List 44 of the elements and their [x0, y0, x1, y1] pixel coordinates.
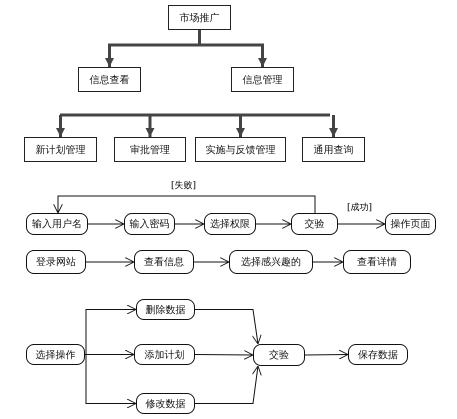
rounded-box: 输入用户名	[26, 213, 88, 235]
arrow	[194, 366, 262, 404]
process-box: 市场推广	[168, 5, 231, 30]
edge-label: [成功]	[346, 203, 374, 214]
arrow	[329, 115, 338, 137]
arrow	[194, 257, 230, 267]
arrow	[236, 115, 245, 137]
edge-label: [失败]	[170, 181, 198, 192]
arrow	[312, 257, 344, 267]
arrow	[53, 196, 316, 214]
arrow	[174, 219, 204, 229]
arrow	[84, 354, 136, 408]
rounded-box: 选择感兴趣的	[229, 250, 313, 274]
arrow	[84, 304, 136, 355]
process-box: 通用查询	[302, 137, 365, 162]
rounded-box: 删除数据	[136, 299, 195, 320]
rounded-box: 登录网站	[26, 250, 86, 274]
process-box: 信息查看	[78, 67, 141, 92]
process-box: 审批管理	[114, 137, 186, 162]
rounded-box: 操作页面	[385, 213, 436, 235]
arrow	[338, 219, 386, 229]
rounded-box: 选择操作	[26, 344, 85, 365]
process-box: 信息管理	[231, 67, 294, 92]
rounded-box: 查看信息	[134, 250, 194, 274]
arrow	[146, 115, 154, 137]
arrow	[86, 257, 134, 267]
arrow	[84, 350, 134, 360]
process-box: 新计划管理	[24, 137, 97, 162]
arrow	[256, 219, 292, 229]
rounded-box: 添加计划	[134, 344, 195, 365]
rounded-box: 输入密码	[124, 213, 175, 235]
process-box: 实施与反馈管理	[195, 137, 286, 162]
arrow	[304, 350, 348, 360]
rounded-box: 交验	[291, 213, 338, 235]
rounded-box: 选择权限	[204, 213, 256, 235]
rounded-box: 交验	[253, 344, 305, 366]
arrow	[194, 309, 262, 344]
arrow	[88, 219, 124, 229]
arrow	[194, 350, 254, 360]
arrow	[56, 115, 65, 137]
arrow	[198, 30, 267, 67]
rounded-box: 查看详情	[343, 250, 411, 274]
rounded-box: 保存数据	[348, 344, 408, 365]
rounded-box: 修改数据	[136, 393, 195, 414]
